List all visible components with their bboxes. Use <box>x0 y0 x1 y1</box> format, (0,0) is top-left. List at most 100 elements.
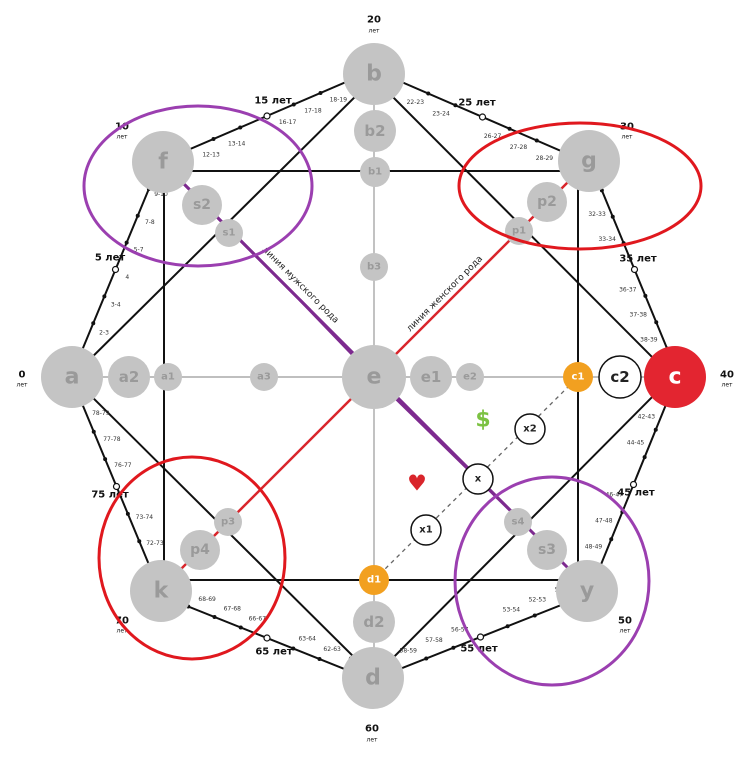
node-x2 <box>514 413 546 445</box>
age-label: 23-24 <box>432 111 450 118</box>
age-label: 4 <box>125 274 129 281</box>
node-b-label: b <box>366 62 382 87</box>
tick-dot <box>91 429 96 434</box>
node-x-label: x <box>475 474 482 485</box>
node-c-label: c <box>668 365 681 390</box>
node-d1-label: d1 <box>367 575 381 586</box>
node-y-label: y <box>580 579 594 604</box>
year-bl-unit: лет <box>116 628 128 635</box>
tick-dot <box>124 240 129 245</box>
node-s3 <box>527 530 567 570</box>
age-label: 77-78 <box>103 436 121 443</box>
node-e2 <box>456 363 484 391</box>
age-label: 32-33 <box>588 211 606 218</box>
tick-dot <box>212 615 217 619</box>
tick-dot <box>111 265 120 274</box>
tick-dot <box>505 624 510 629</box>
node-a <box>41 346 103 408</box>
tick-dot <box>317 657 322 661</box>
age-label: 37-38 <box>630 311 648 318</box>
highlight-ellipse-y <box>453 475 651 687</box>
year-right: 40 <box>720 370 734 381</box>
node-p3-label: p3 <box>221 517 235 528</box>
age-label: 9-10 <box>154 191 168 198</box>
node-c1-label: c1 <box>572 372 585 383</box>
age-label: 42-43 <box>638 413 656 420</box>
node-b1-label: b1 <box>368 167 382 178</box>
age-label: 13-14 <box>228 141 246 148</box>
age-label: 48-49 <box>585 544 603 551</box>
age-label: 27-28 <box>510 144 528 151</box>
year-bottom-unit: лет <box>366 737 378 744</box>
year-65: 65 лет <box>255 647 293 658</box>
year-35: 35 лет <box>619 254 657 265</box>
year-75: 75 лет <box>91 490 129 501</box>
age-label: 47-48 <box>595 517 613 524</box>
year-bottom: 60 <box>365 724 379 735</box>
tick-dot <box>507 126 512 131</box>
node-x1 <box>410 514 442 546</box>
tick-dot <box>263 634 271 642</box>
tick-dot <box>112 482 121 491</box>
age-label: 7-8 <box>145 219 155 226</box>
age-label: 73-74 <box>136 514 154 521</box>
year-right-unit: лет <box>721 382 733 389</box>
node-a-label: a <box>65 365 80 390</box>
node-e2-label: e2 <box>463 372 477 383</box>
year-tr-unit: лет <box>621 134 633 141</box>
age-label: 67-68 <box>224 606 242 613</box>
node-e1 <box>410 356 452 398</box>
node-a2 <box>108 356 150 398</box>
node-d2 <box>353 601 395 643</box>
tick-dot <box>653 427 658 432</box>
node-p2-label: p2 <box>537 194 557 210</box>
tick-dot <box>318 91 323 95</box>
node-c2-label: c2 <box>610 368 629 386</box>
age-label: 28-29 <box>536 155 554 162</box>
year-15: 15 лет <box>254 96 292 107</box>
node-e1-label: e1 <box>421 368 442 386</box>
node-k <box>130 560 192 622</box>
age-label: 2-3 <box>99 329 109 336</box>
year-5: 5 лет <box>95 253 126 264</box>
year-left-unit: лет <box>16 382 28 389</box>
year-top-unit: лет <box>368 28 380 35</box>
node-d <box>342 647 404 709</box>
age-label: 33-34 <box>598 236 616 243</box>
male-line-caption: линия мужского рода <box>260 245 340 325</box>
tick-dot <box>642 455 647 460</box>
age-label: 38-39 <box>640 336 658 343</box>
node-c <box>644 346 706 408</box>
age-label: 57-58 <box>425 637 443 644</box>
age-label: 36-37 <box>619 286 637 293</box>
node-a1 <box>154 363 182 391</box>
node-b <box>343 43 405 105</box>
node-g <box>558 130 620 192</box>
node-s4-label: s4 <box>512 517 525 528</box>
age-label: 58-59 <box>400 648 418 655</box>
tick-dot <box>630 265 639 274</box>
dollar-icon: $ <box>475 408 490 433</box>
node-b1 <box>360 157 390 187</box>
node-k-label: k <box>154 579 170 604</box>
age-label: 78-79 <box>92 410 110 417</box>
tick-dot <box>91 321 96 326</box>
node-b3-label: b3 <box>367 262 381 273</box>
tick-dot <box>125 511 130 516</box>
node-a2-label: a2 <box>119 368 140 386</box>
node-f <box>132 131 194 193</box>
tick-dot <box>102 294 107 299</box>
tick-dot <box>451 645 456 650</box>
node-f-label: f <box>158 150 168 175</box>
age-label: 72-73 <box>146 540 164 547</box>
tick-dot <box>103 457 108 462</box>
node-s4 <box>504 508 532 536</box>
year-left: 0 <box>19 370 26 381</box>
year-bl: 70 <box>115 616 129 627</box>
tick-dot <box>291 102 296 107</box>
age-label: 68-69 <box>198 596 216 603</box>
year-tl-unit: лет <box>116 134 128 141</box>
node-y <box>556 560 618 622</box>
age-label: 62-63 <box>323 646 341 653</box>
node-c1 <box>563 362 593 392</box>
